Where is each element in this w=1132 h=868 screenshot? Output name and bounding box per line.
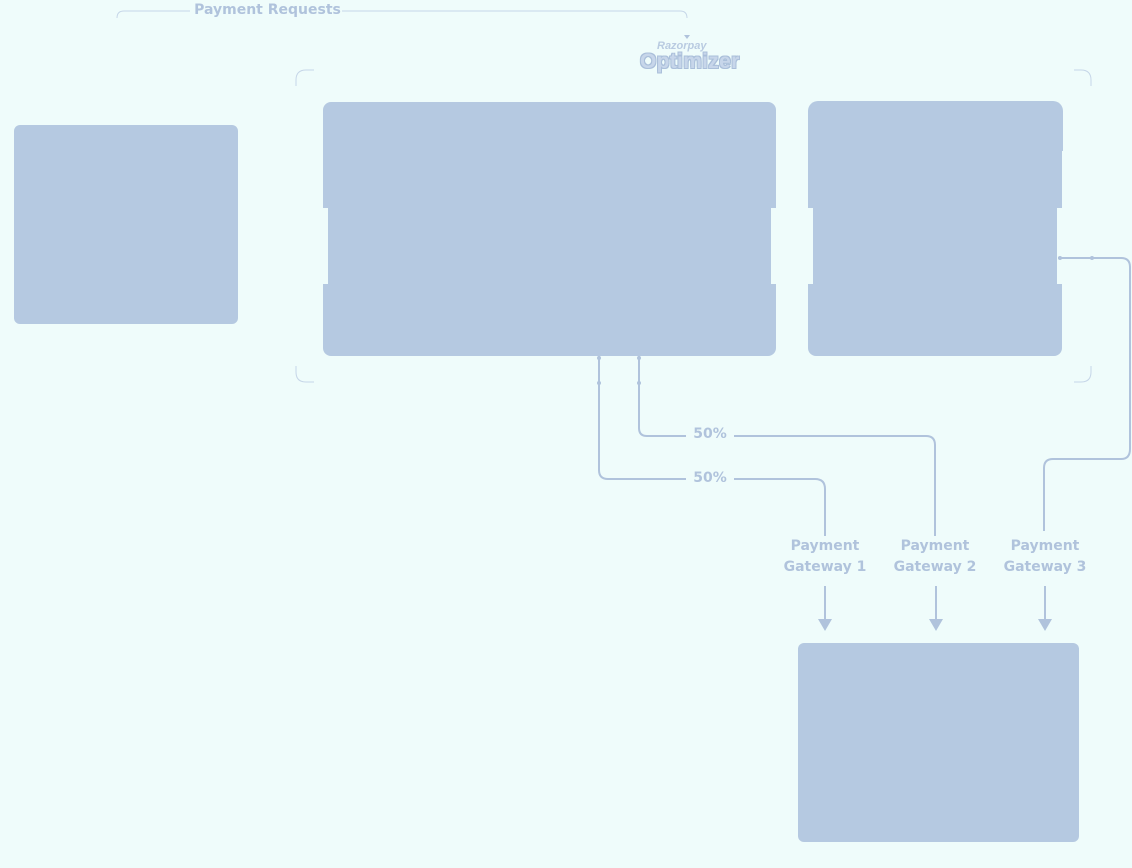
- gateway-3-line2: Gateway 3: [1003, 559, 1087, 575]
- optimizer-side-box-upper: [808, 150, 1062, 208]
- payment-requests-label: Payment Requests: [194, 2, 341, 18]
- gateway-1-line1: Payment: [790, 538, 860, 554]
- optimizer-main-box-bottom: [323, 284, 776, 356]
- brand-company: Razorpay: [657, 40, 707, 52]
- gateway-label-1: Payment Gateway 1: [770, 536, 880, 578]
- destination-box: [798, 643, 1079, 842]
- gateway-1-line2: Gateway 1: [783, 559, 867, 575]
- source-box: [14, 125, 238, 324]
- brand-logo: Razorpay Optimizer: [640, 40, 750, 74]
- optimizer-side-box-top: [808, 101, 1063, 151]
- gateway-2-line2: Gateway 2: [893, 559, 977, 575]
- optimizer-side-box-bottom: [808, 284, 1062, 356]
- gateway-label-3: Payment Gateway 3: [990, 536, 1100, 578]
- brand-product: Optimizer: [640, 50, 740, 73]
- split-label-lower: 50%: [693, 470, 727, 486]
- gateway-2-line1: Payment: [900, 538, 970, 554]
- split-label-upper: 50%: [693, 426, 727, 442]
- optimizer-main-box-middle: [328, 207, 771, 285]
- gateway-3-line1: Payment: [1010, 538, 1080, 554]
- gateway-label-2: Payment Gateway 2: [880, 536, 990, 578]
- optimizer-main-box-top: [323, 102, 776, 208]
- optimizer-side-box-middle: [813, 207, 1057, 285]
